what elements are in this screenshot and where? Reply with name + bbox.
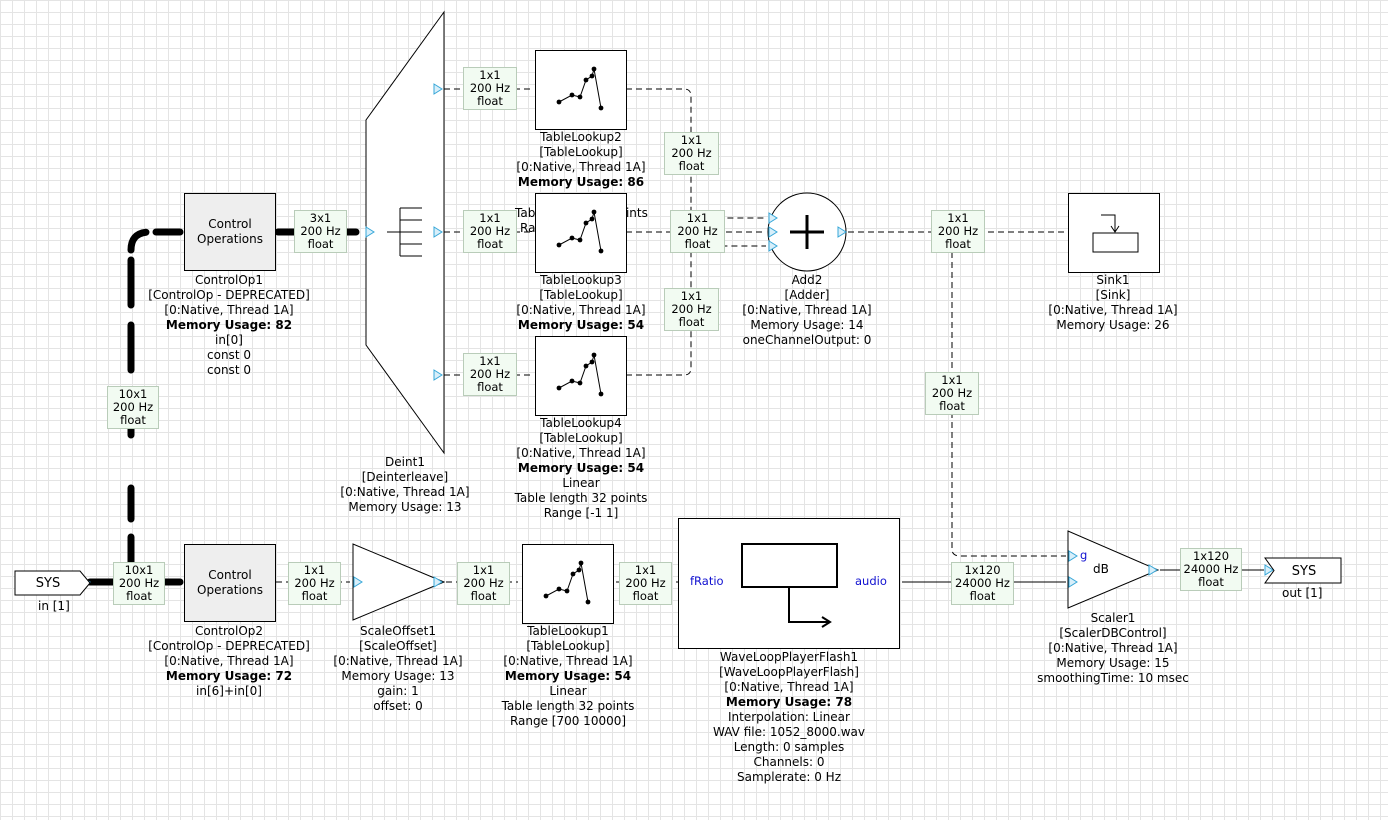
- wire-tag[interactable]: 1x1 200 Hz float: [463, 210, 517, 253]
- controlop1-label: ControlOp1[ControlOp - DEPRECATED][0:Nat…: [148, 273, 310, 377]
- wire-tag[interactable]: 10x1 200 Hz float: [107, 386, 159, 429]
- scaleoffset1-label: ScaleOffset1[ScaleOffset][0:Native, Thre…: [333, 624, 463, 713]
- wire-tag[interactable]: 1x120 24000 Hz float: [951, 562, 1014, 605]
- deinterleave-icon: [387, 207, 422, 257]
- tablelookup1-label: TableLookup1[TableLookup][0:Native, Thre…: [501, 624, 635, 728]
- waveloop-label: WaveLoopPlayerFlash1[WaveLoopPlayerFlash…: [713, 650, 865, 784]
- tablelookup4-label: TableLookup4[TableLookup][0:Native, Thre…: [514, 416, 648, 520]
- wire-tag[interactable]: 10x1 200 Hz float: [113, 562, 165, 605]
- wire-tag[interactable]: 1x1 200 Hz float: [463, 353, 517, 396]
- wire-tag[interactable]: 1x1 200 Hz float: [664, 288, 719, 331]
- wire-tag[interactable]: 1x1 200 Hz float: [619, 562, 672, 605]
- wire-tag[interactable]: 1x1 200 Hz float: [463, 67, 517, 110]
- sink1-label: Sink1[Sink][0:Native, Thread 1A]Memory U…: [1048, 273, 1178, 332]
- controlop2-label: ControlOp2[ControlOp - DEPRECATED][0:Nat…: [148, 624, 310, 698]
- tablelookup2-block[interactable]: [535, 50, 627, 130]
- tablelookup3-label: TableLookup3[TableLookup][0:Native, Thre…: [516, 273, 646, 332]
- sink-icon: [1092, 214, 1139, 253]
- wire-tag[interactable]: 1x1 200 Hz float: [925, 372, 979, 415]
- wire-tag[interactable]: 1x1 200 Hz float: [457, 562, 510, 605]
- table-lookup-icon: [556, 209, 604, 254]
- sys-out-shape: [1264, 557, 1342, 584]
- sys-out-terminal[interactable]: SYS: [1291, 563, 1317, 579]
- sys-in-shape: [14, 570, 91, 596]
- sys-in-terminal[interactable]: SYS: [35, 575, 61, 591]
- tablelookup4-block[interactable]: [535, 336, 627, 416]
- table-lookup-icon: [556, 66, 604, 111]
- scaleoffset1-block[interactable]: [352, 543, 446, 621]
- g-port-label: g: [1080, 548, 1088, 562]
- sys-out-label: out [1]: [1282, 586, 1323, 600]
- fratio-port-label: fRatio: [690, 574, 724, 588]
- table-lookup-icon: [543, 560, 591, 605]
- sys-in-label: in [1]: [38, 599, 70, 613]
- tablelookup2-label: TableLookup2[TableLookup][0:Native, Thre…: [516, 130, 646, 189]
- wire-tag[interactable]: 1x1 200 Hz float: [288, 562, 341, 605]
- tablelookup3-block[interactable]: [535, 193, 627, 273]
- wire-tag[interactable]: 3x1 200 Hz float: [294, 210, 347, 253]
- controlop1-block[interactable]: Control Operations: [184, 193, 276, 271]
- audio-port-label: audio: [855, 574, 887, 588]
- wire-tag[interactable]: 1x1 200 Hz float: [670, 210, 725, 253]
- sink1-block[interactable]: [1068, 193, 1160, 273]
- controlop2-block[interactable]: Control Operations: [184, 544, 276, 622]
- wire-tag[interactable]: 1x120 24000 Hz float: [1180, 548, 1242, 591]
- scaler1-label: Scaler1[ScalerDBControl][0:Native, Threa…: [1037, 611, 1189, 685]
- tablelookup1-block[interactable]: [522, 544, 614, 624]
- waveplayer-icon: [741, 543, 838, 628]
- wire-tag[interactable]: 1x1 200 Hz float: [664, 132, 719, 175]
- plus-icon: [790, 215, 824, 249]
- deint1-label: Deint1[Deinterleave][0:Native, Thread 1A…: [340, 455, 470, 514]
- scaler1-block[interactable]: [1067, 530, 1160, 609]
- scaler1-db-label: dB: [1093, 562, 1109, 576]
- wire-tag[interactable]: 1x1 200 Hz float: [931, 210, 985, 253]
- table-lookup-icon: [556, 352, 604, 397]
- add2-label: Add2[Adder][0:Native, Thread 1A]Memory U…: [742, 273, 872, 347]
- waveloop-block[interactable]: [678, 518, 900, 649]
